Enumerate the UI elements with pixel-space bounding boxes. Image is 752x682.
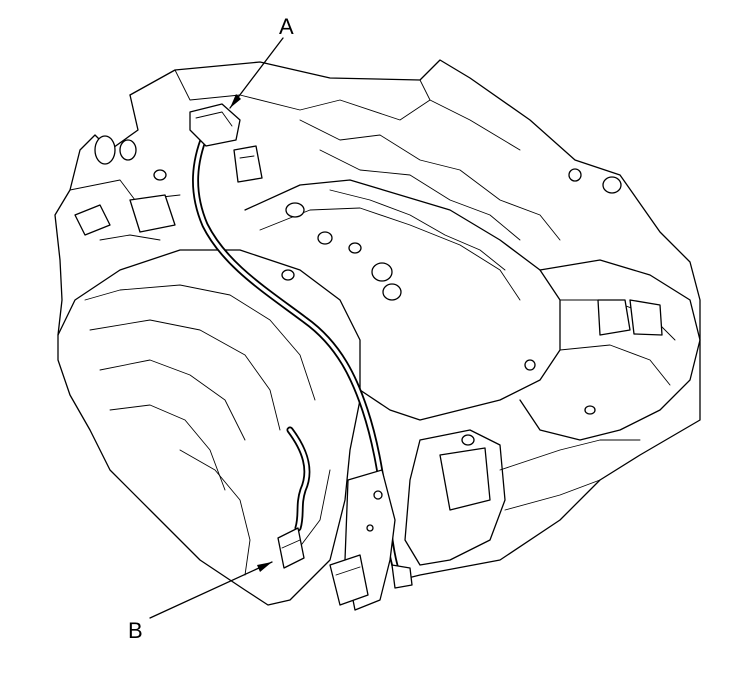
leader-line-a xyxy=(229,37,284,109)
harness-bracket xyxy=(329,469,413,611)
connector-b xyxy=(277,527,305,569)
callout-label-a: A xyxy=(279,14,294,39)
connector-a xyxy=(189,103,263,183)
leader-line-b xyxy=(149,561,273,619)
callout-label-b: B xyxy=(128,618,143,643)
